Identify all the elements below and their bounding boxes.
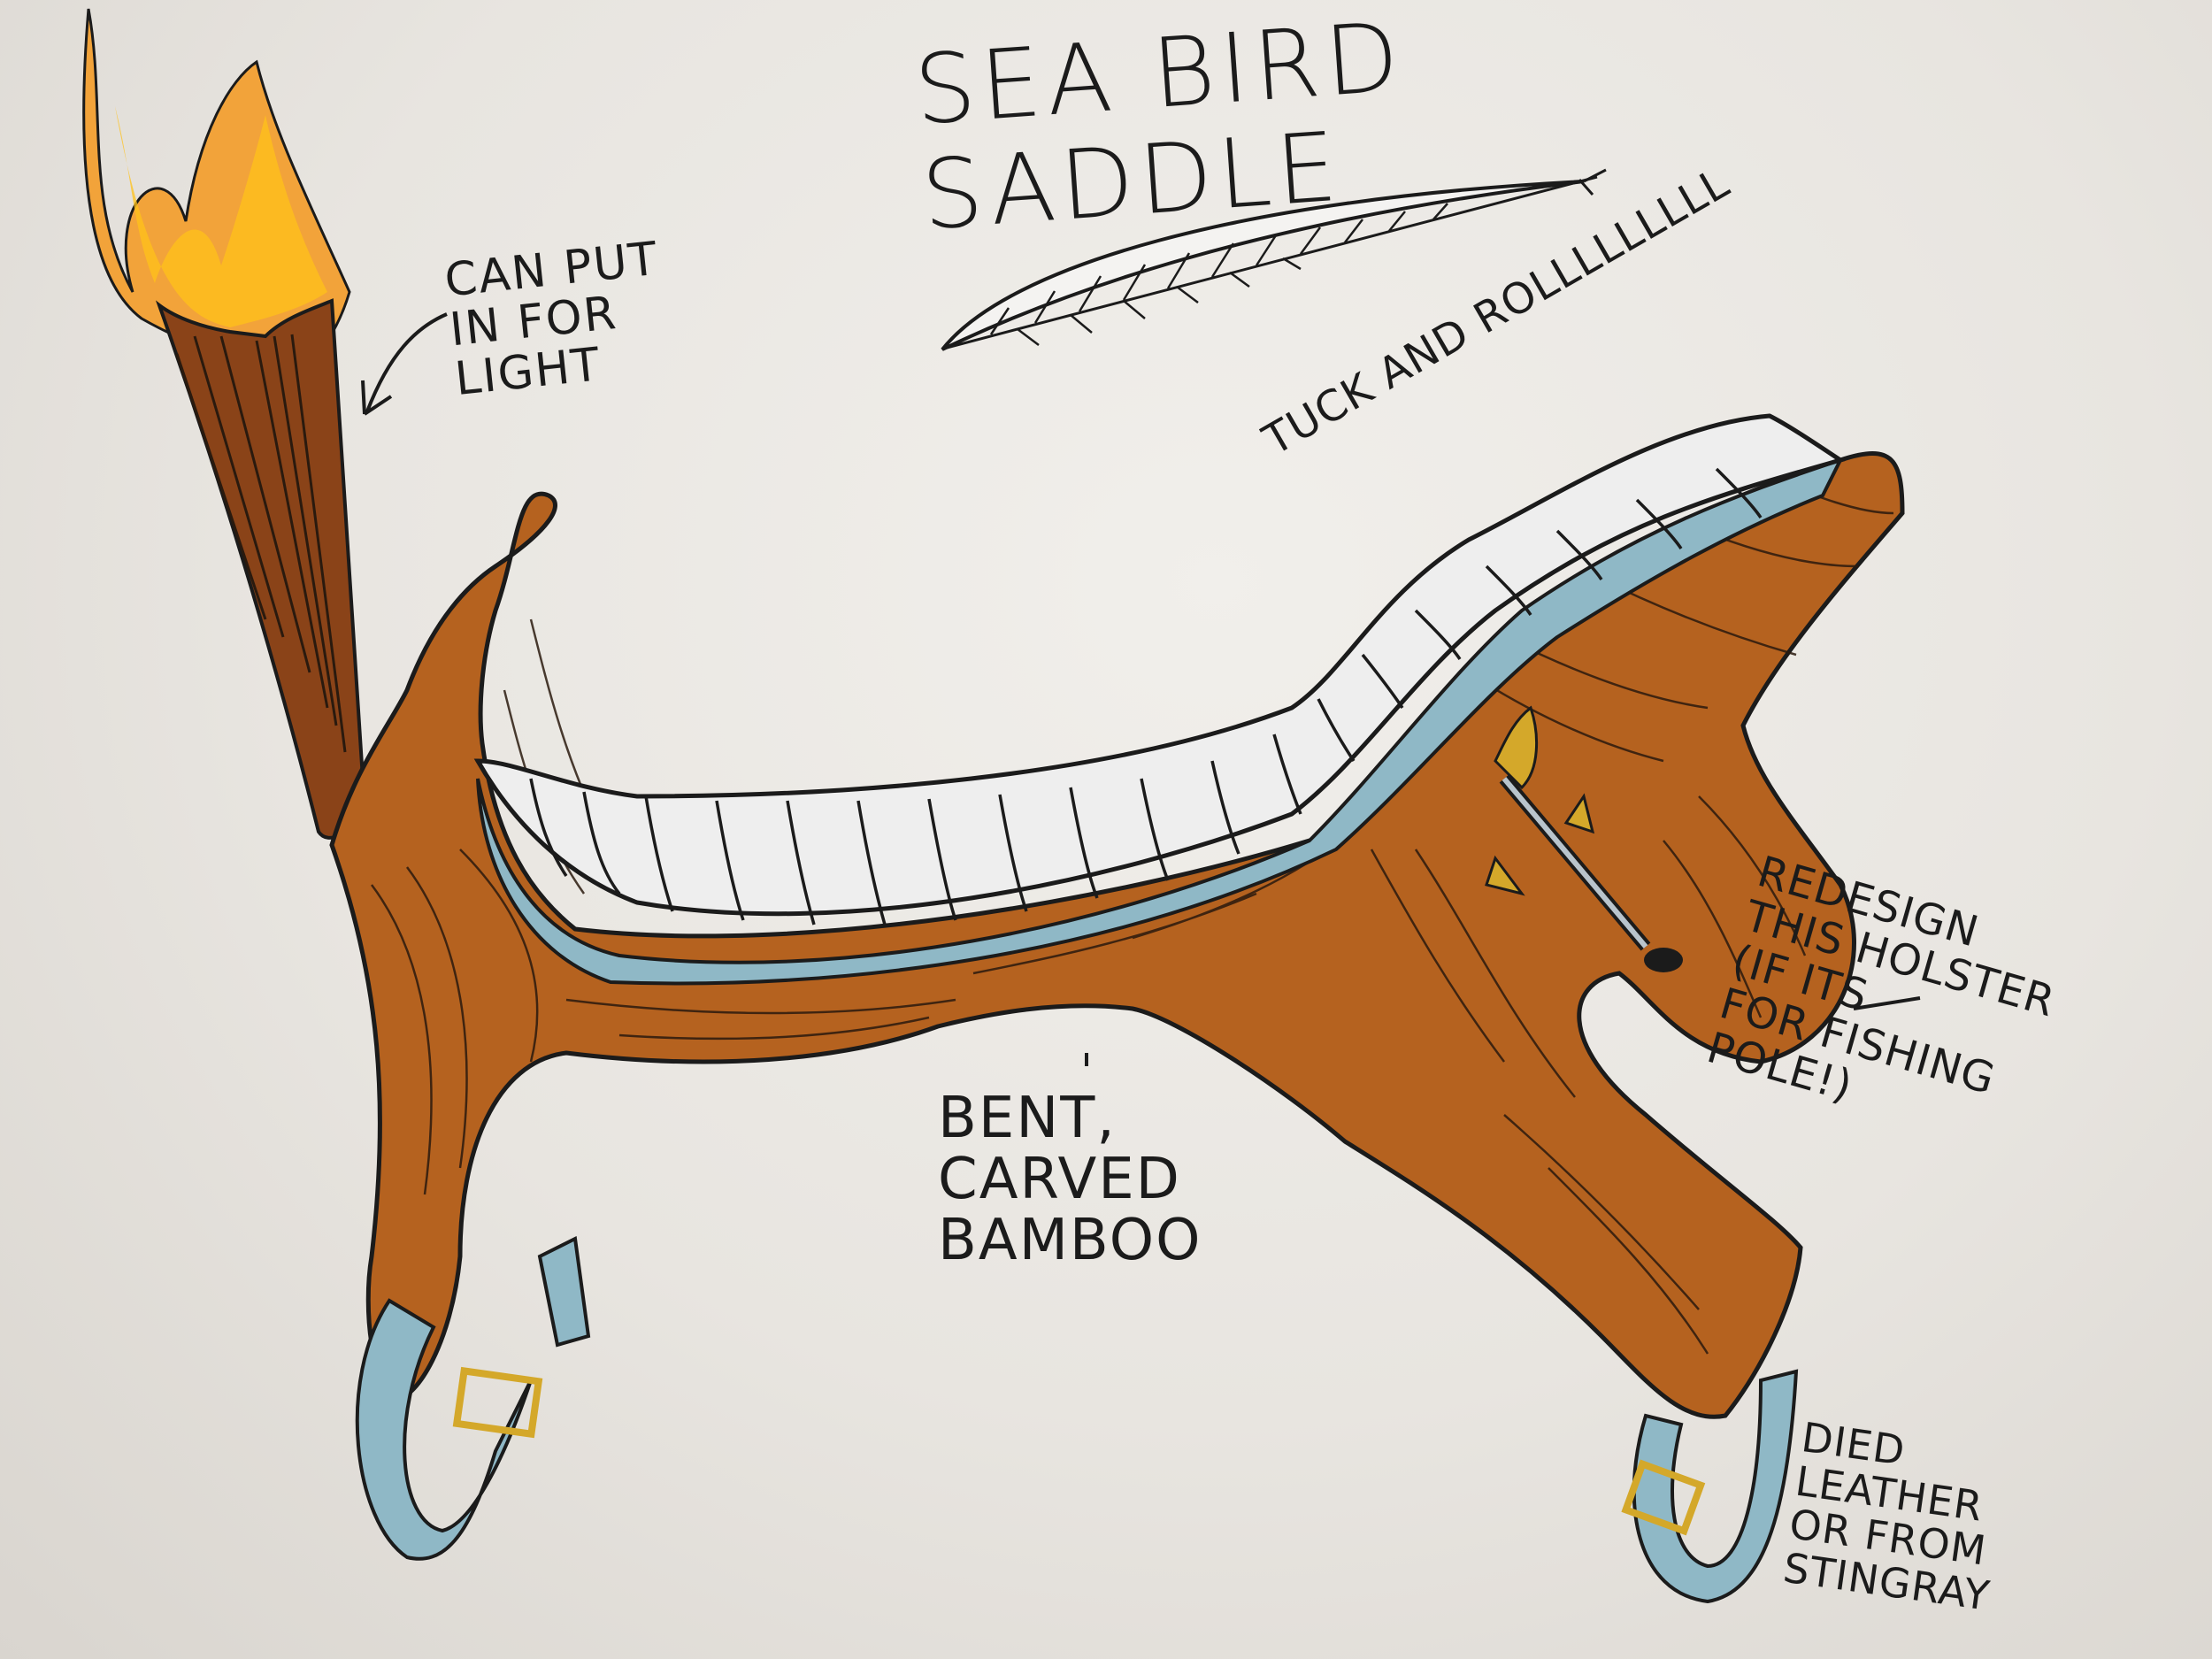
tuck-roll-padding bbox=[473, 413, 1846, 926]
arrow-icon bbox=[361, 312, 448, 416]
sketch-title: SEA BIRD SADDLE bbox=[910, 2, 1408, 252]
feather-icon bbox=[941, 168, 1607, 351]
annotation-light: CAN PUT IN FOR LIGHT bbox=[442, 232, 662, 407]
stirrup-strap-left bbox=[355, 1235, 591, 1561]
buckle-icon bbox=[452, 1366, 543, 1439]
holster-icon bbox=[1485, 705, 1683, 972]
torch-icon bbox=[82, 8, 365, 840]
annotation-leather: DIED LEATHER OR FROM STINGRAY bbox=[1780, 1413, 1993, 1620]
blue-strap-trim bbox=[476, 457, 1844, 986]
saddle-body bbox=[329, 451, 1905, 1419]
stirrup-strap-right bbox=[1621, 1369, 1799, 1604]
holster-pointer bbox=[1853, 996, 1921, 1010]
annotation-bent-bamboo: BENT, CARVED BAMBOO bbox=[938, 1086, 1202, 1274]
buckle-icon bbox=[1621, 1459, 1706, 1536]
